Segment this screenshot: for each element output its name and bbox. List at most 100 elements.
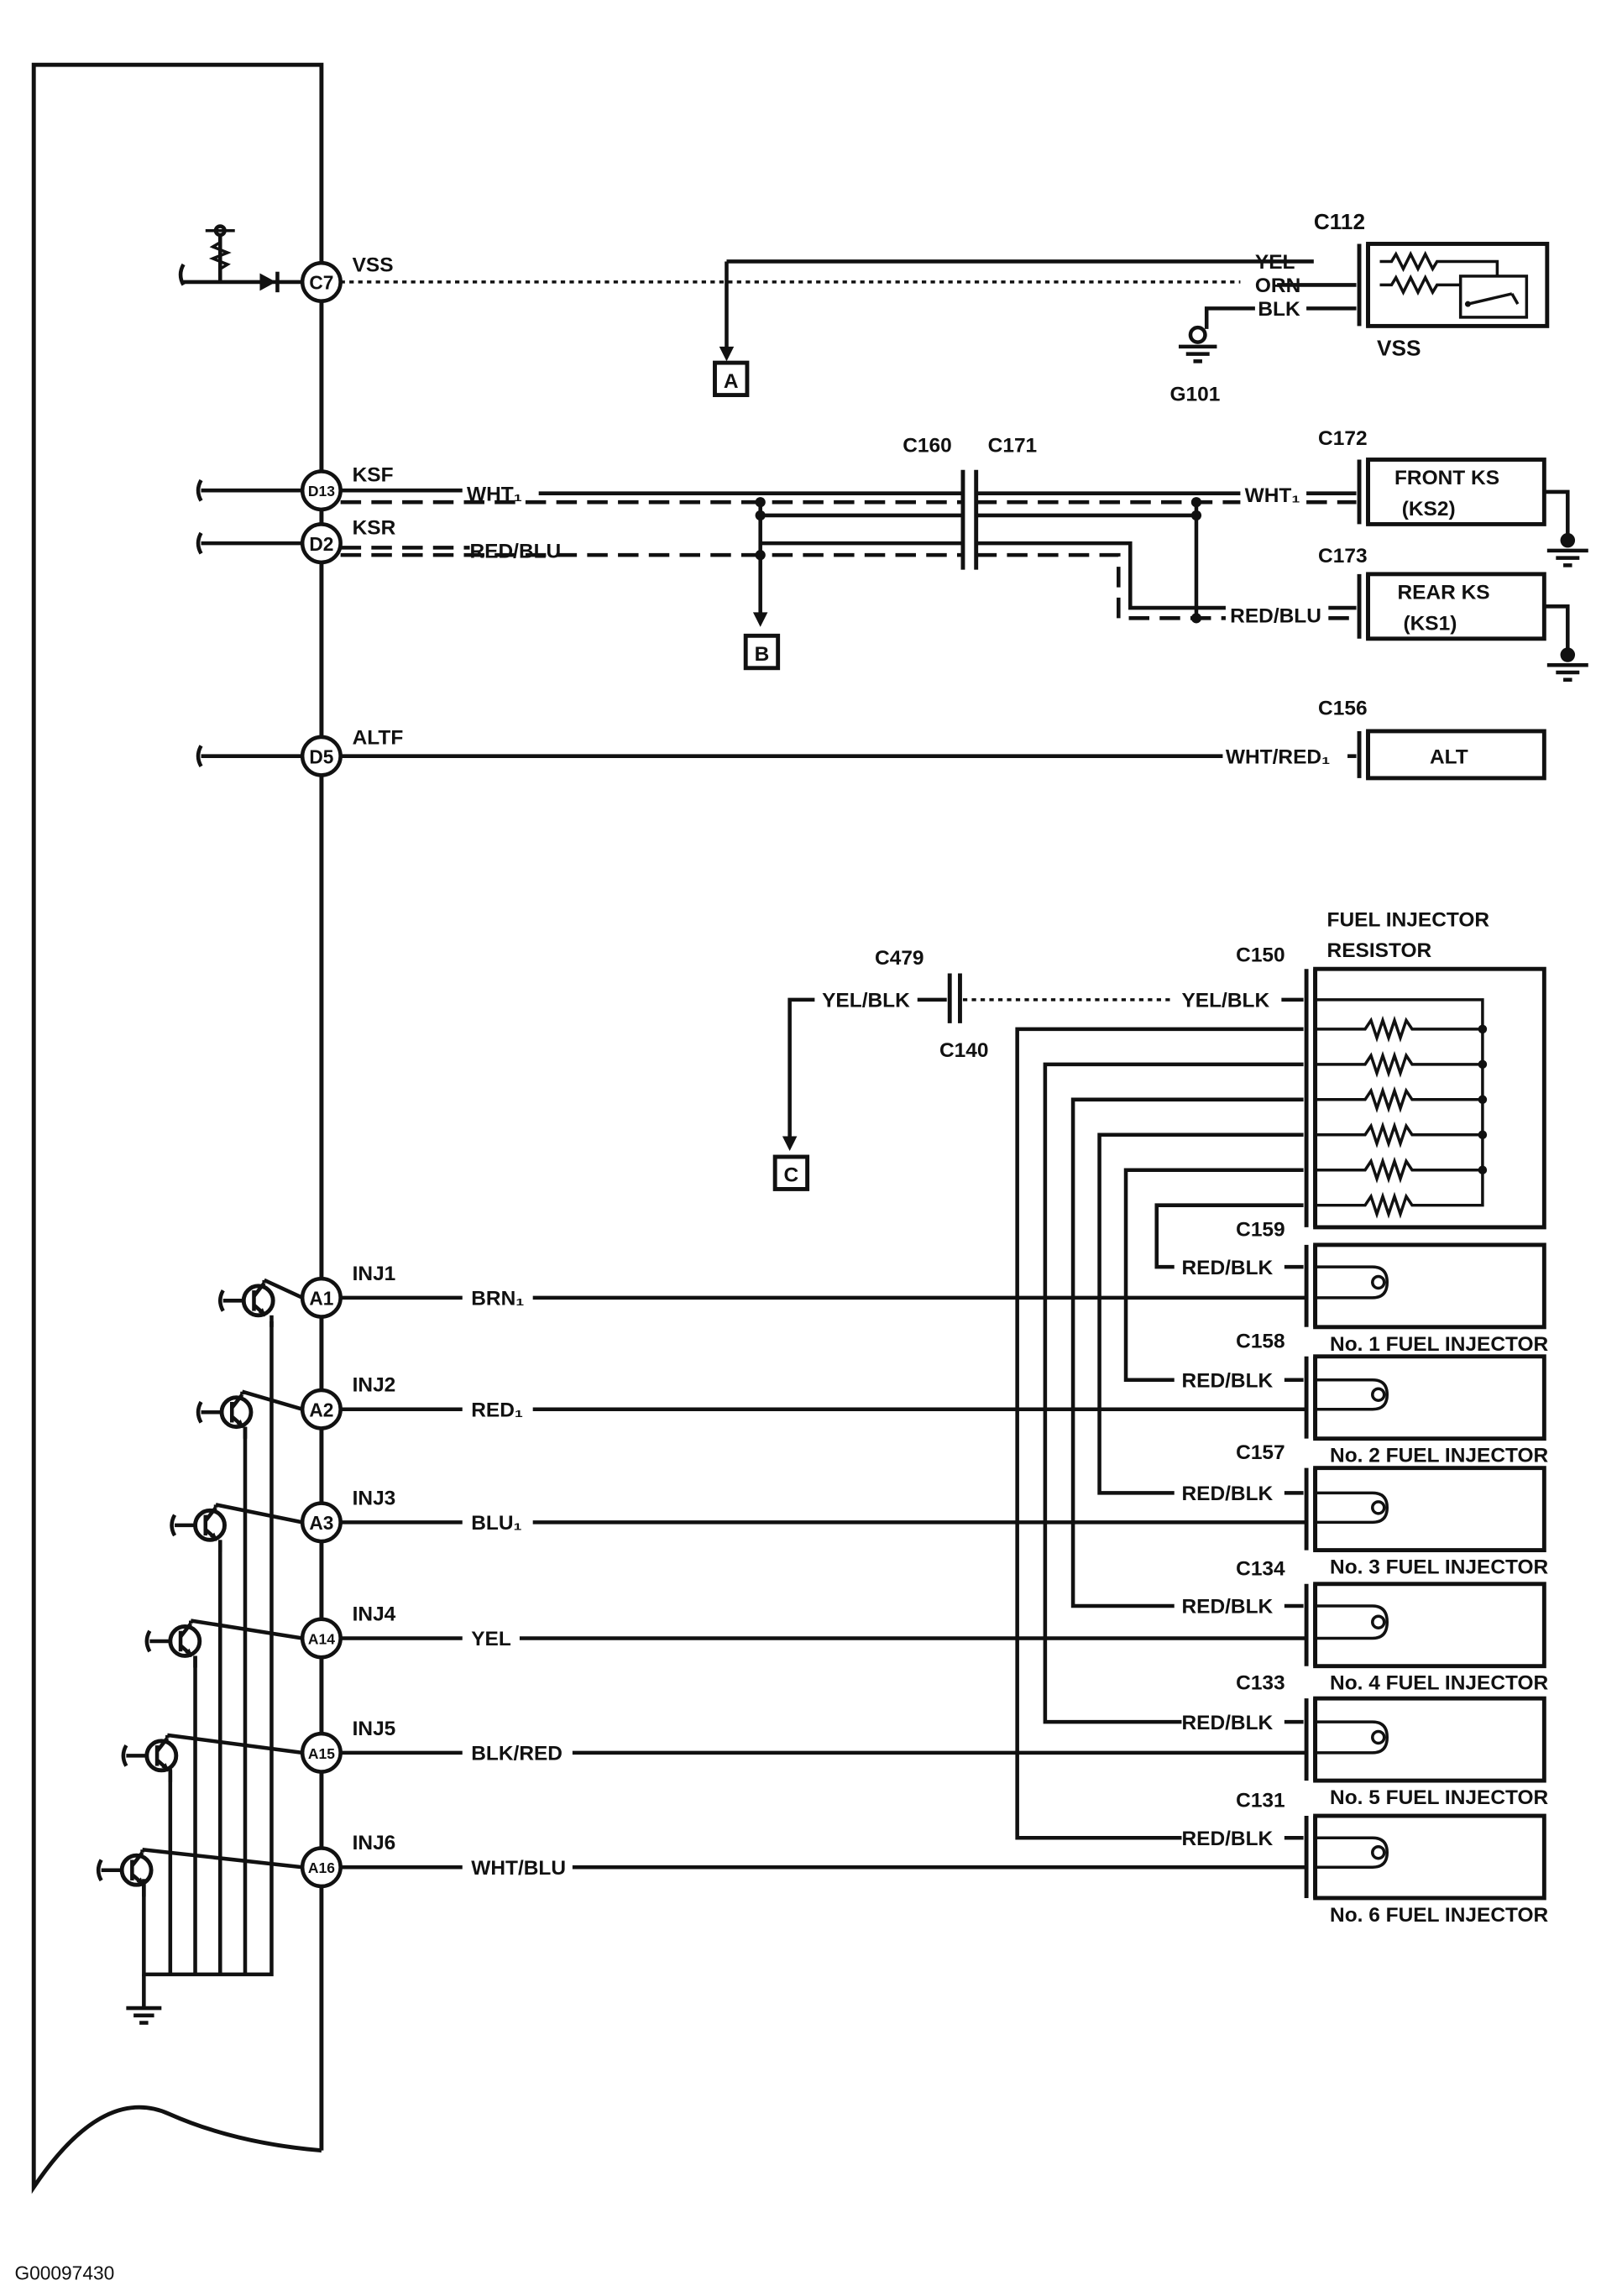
ksr-wire-label: RED/BLU xyxy=(469,541,561,563)
connector-c171: C171 xyxy=(988,435,1038,458)
injector-label-4: No. 4 FUEL INJECTOR xyxy=(1330,1672,1548,1695)
rear-ks-sub: (KS1) xyxy=(1403,612,1457,635)
signal-inj3-label: INJ3 xyxy=(353,1487,396,1509)
resistor-feed-wiring xyxy=(782,973,1304,1151)
injector-driver-bus xyxy=(126,1321,274,2025)
vss-wire-blk: BLK xyxy=(1258,298,1300,321)
front-ks-label: FRONT KS xyxy=(1394,467,1499,489)
vss-sensor xyxy=(1357,242,1550,328)
front-ks-wire-label: WHT₁ xyxy=(1245,484,1300,507)
injector-return-wire-3: RED/BLK xyxy=(1181,1483,1273,1505)
pin-d5-label: D5 xyxy=(309,745,333,767)
driver-transistor-4 xyxy=(168,1624,202,1658)
vss-ecm-input xyxy=(178,224,303,293)
ref-a-label: A xyxy=(724,370,739,393)
driver-transistor-5 xyxy=(144,1739,179,1773)
fuel-injector-2 xyxy=(1313,1354,1546,1441)
vss-wire-yel: YEL xyxy=(1255,251,1295,274)
inj-wire-label-6: WHT/BLU xyxy=(471,1857,566,1880)
injector-label-6: No. 6 FUEL INJECTOR xyxy=(1330,1904,1548,1927)
ref-a-box xyxy=(713,360,750,398)
signal-inj6-label: INJ6 xyxy=(353,1832,396,1854)
driver-transistor-3 xyxy=(193,1508,227,1542)
fuel-injector-5 xyxy=(1313,1696,1546,1783)
pin-a2-label: A2 xyxy=(309,1399,333,1420)
inj-wire-label-1: BRN₁ xyxy=(471,1288,524,1310)
figure-id: G00097430 xyxy=(14,2262,114,2284)
inj-wire-label-4: YEL xyxy=(471,1628,511,1650)
signal-inj4-label: INJ4 xyxy=(353,1603,396,1625)
pin-a1-label: A1 xyxy=(309,1288,333,1310)
ecm-outline xyxy=(31,62,324,2194)
knock-wiring xyxy=(340,469,1357,627)
feed-wire-left: YEL/BLK xyxy=(822,990,910,1012)
driver-stub-6 xyxy=(96,1859,103,1882)
fuel-injector-1 xyxy=(1313,1242,1546,1330)
injector-label-3: No. 3 FUEL INJECTOR xyxy=(1330,1556,1548,1579)
injector-label-2: No. 2 FUEL INJECTOR xyxy=(1330,1445,1548,1467)
signal-altf-label: ALTF xyxy=(353,727,404,750)
resistor-title-2: RESISTOR xyxy=(1327,939,1432,962)
rear-knock-sensor xyxy=(1357,572,1588,683)
injector-return-wire-5: RED/BLK xyxy=(1181,1712,1273,1734)
ksr-stub xyxy=(196,531,203,555)
vss-connector-c112: C112 xyxy=(1314,209,1365,234)
signal-inj1-label: INJ1 xyxy=(353,1263,396,1285)
injector-coil-2 xyxy=(1315,1378,1389,1411)
signal-vss-label: VSS xyxy=(353,254,394,277)
pin-a16-label: A16 xyxy=(308,1859,335,1876)
injector-return-wire-4: RED/BLK xyxy=(1181,1596,1273,1619)
driver-stub-4 xyxy=(144,1629,152,1653)
injector-coil-6 xyxy=(1315,1836,1389,1869)
injector-coil-1 xyxy=(1315,1265,1389,1300)
injector-connector-6: C131 xyxy=(1236,1790,1285,1812)
signal-ksr-label: KSR xyxy=(353,517,396,540)
pin-d13-label: D13 xyxy=(308,483,335,499)
rear-ks-label: REAR KS xyxy=(1397,582,1489,604)
fuel-injector-6 xyxy=(1313,1813,1546,1901)
connector-c140: C140 xyxy=(939,1039,989,1062)
driver-stub-1 xyxy=(217,1289,225,1312)
injector-coil-4 xyxy=(1315,1604,1389,1640)
ref-b-box xyxy=(743,633,781,671)
inj-wire-label-2: RED₁ xyxy=(471,1399,523,1421)
injector-return-wire-1: RED/BLK xyxy=(1181,1257,1273,1279)
fuel-injector-4 xyxy=(1313,1582,1546,1669)
injector-return-wire-6: RED/BLK xyxy=(1181,1828,1273,1850)
injector-return-wire-2: RED/BLK xyxy=(1181,1369,1273,1392)
resistor-to-injector-wiring xyxy=(1015,1027,1304,1840)
connector-c479: C479 xyxy=(875,947,924,970)
front-ks-connector: C172 xyxy=(1318,427,1368,450)
inj-wire-label-3: BLU₁ xyxy=(471,1512,521,1535)
resistor-pack xyxy=(1304,966,1546,1230)
driver-transistor-6 xyxy=(119,1853,154,1887)
injector-coil-5 xyxy=(1315,1720,1389,1755)
ref-c-box xyxy=(772,1154,810,1191)
injector-connector-4: C134 xyxy=(1236,1557,1285,1580)
injector-connector-1: C159 xyxy=(1236,1218,1285,1241)
injector-label-1: No. 1 FUEL INJECTOR xyxy=(1330,1333,1548,1356)
vss-sensor-label: VSS xyxy=(1377,335,1421,360)
rear-ks-wire-label: RED/BLU xyxy=(1230,605,1321,628)
ref-b-label: B xyxy=(755,643,770,666)
front-knock-sensor xyxy=(1357,458,1588,567)
feed-wire-right: YEL/BLK xyxy=(1181,990,1269,1012)
pin-a15-label: A15 xyxy=(308,1745,335,1762)
driver-stub-2 xyxy=(196,1400,203,1424)
rear-ks-connector: C173 xyxy=(1318,545,1368,567)
signal-inj5-label: INJ5 xyxy=(353,1718,396,1740)
pin-a14-label: A14 xyxy=(308,1630,335,1647)
pin-d2 xyxy=(300,522,343,565)
vss-wire-orn: ORN xyxy=(1255,275,1300,297)
connector-c160: C160 xyxy=(903,435,952,458)
driver-transistor-2 xyxy=(219,1395,254,1430)
driver-stub-3 xyxy=(170,1514,177,1537)
injector-coil-3 xyxy=(1315,1491,1389,1525)
inj-wire-label-5: BLK/RED xyxy=(471,1743,562,1765)
alt-label: ALT xyxy=(1430,745,1468,768)
altf-stub xyxy=(196,745,203,768)
signal-ksf-label: KSF xyxy=(353,464,394,487)
pin-a3-label: A3 xyxy=(309,1512,333,1534)
